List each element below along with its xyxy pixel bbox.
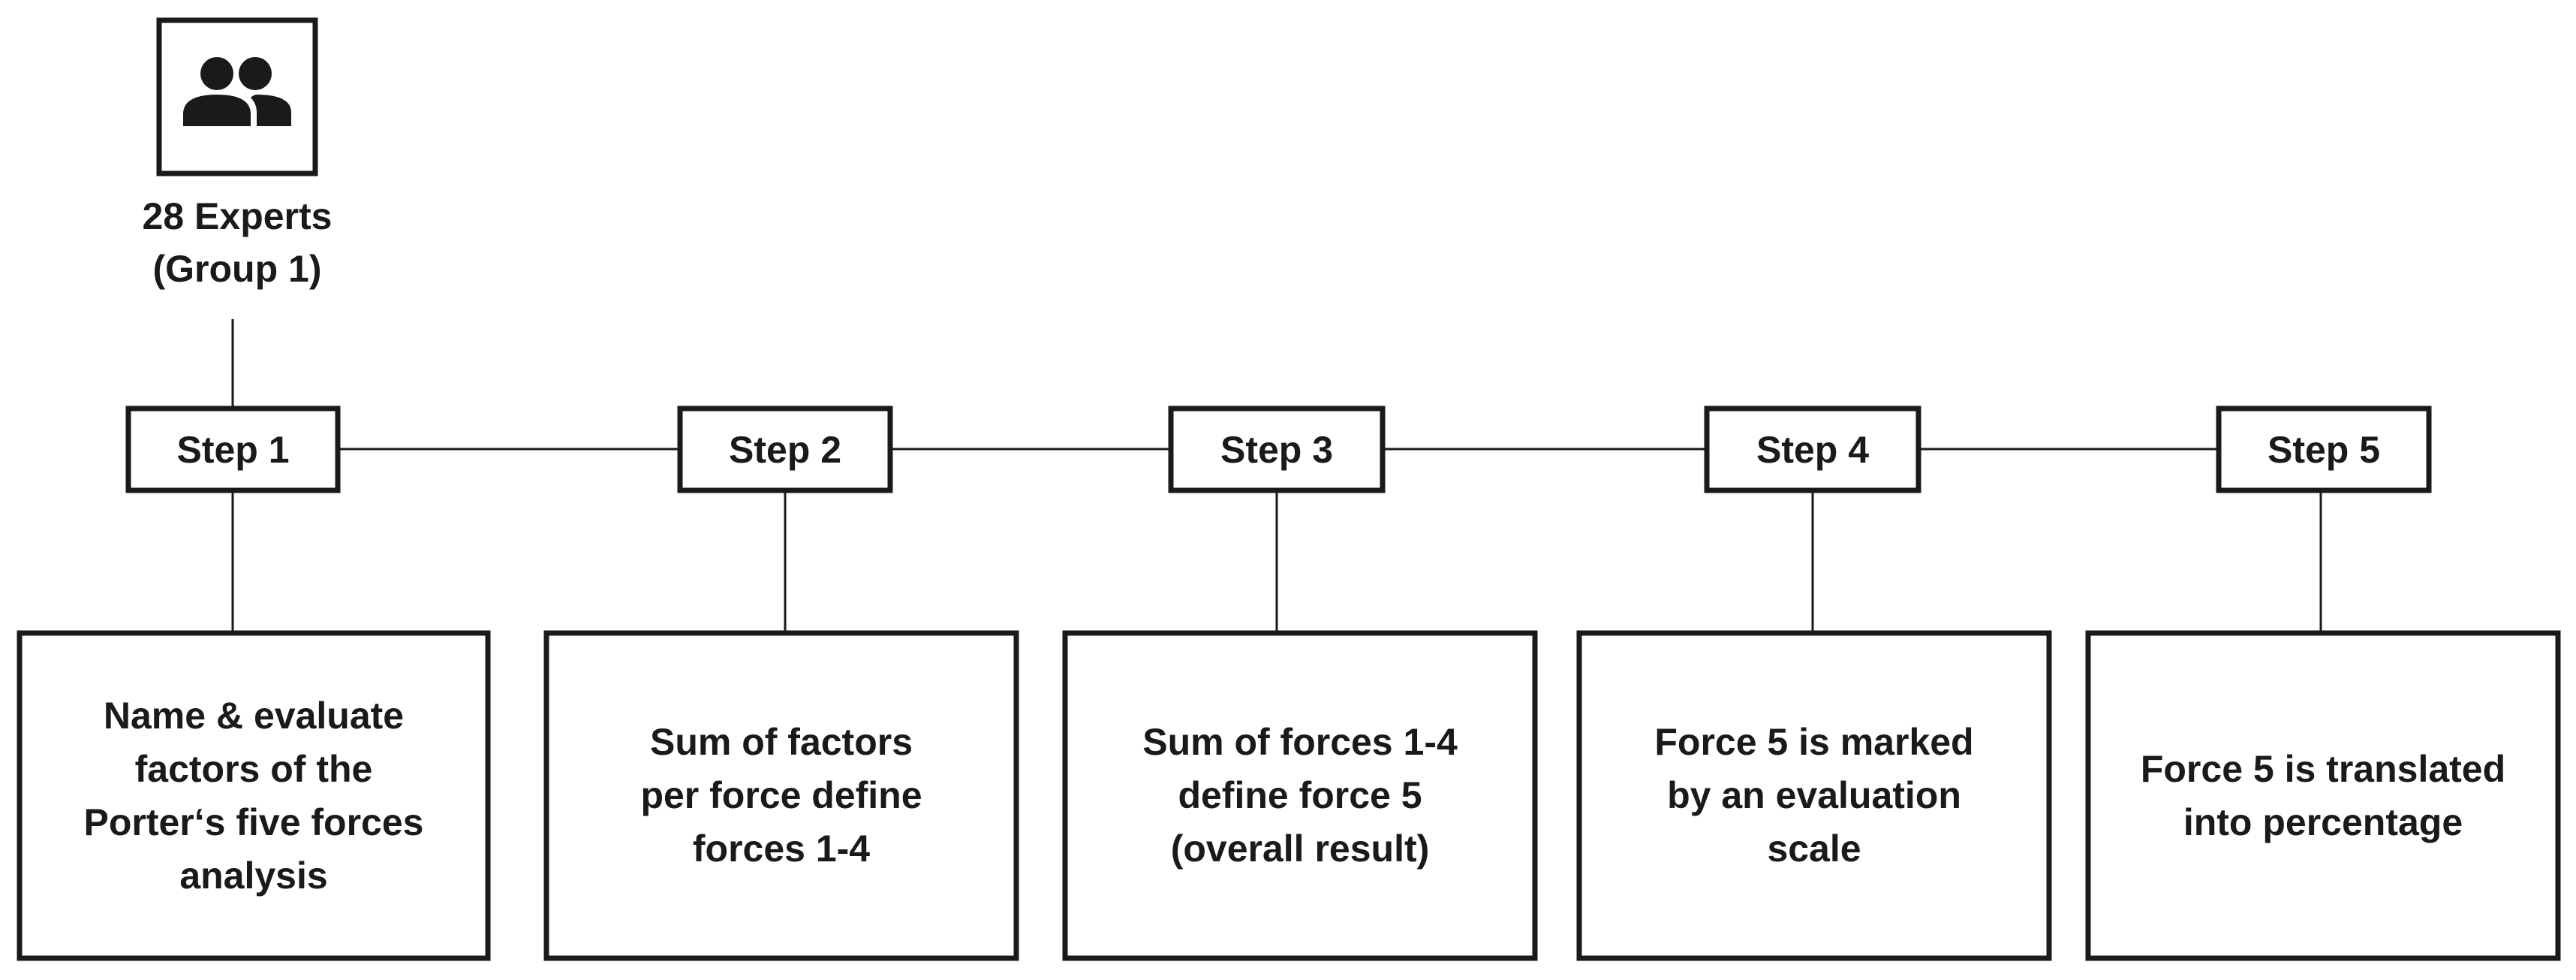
step-box-1: [125, 406, 341, 493]
step-description-3: Sum of forces 1-4 define force 5 (overal…: [1142, 721, 1458, 870]
connectors: [231, 319, 2322, 633]
step-description-1: Name & evaluate factors of the Porter‘s …: [83, 694, 424, 897]
group-people-icon: [183, 57, 291, 126]
desc-box-4: [1576, 630, 2052, 961]
step-box-5: [2216, 406, 2432, 493]
desc-box-1: [17, 630, 491, 961]
step-label-4: Step 4: [1756, 428, 1870, 471]
step-description-4: Force 5 is marked by an evaluation scale: [1654, 721, 1974, 870]
step-box-4: [1704, 406, 1921, 493]
desc-box-2: [543, 630, 1019, 961]
step-label-2: Step 2: [728, 428, 842, 471]
step-description-5: Force 5 is translated into percentage: [2140, 747, 2506, 843]
desc-box-5: [2085, 630, 2561, 961]
step-box-3: [1168, 406, 1386, 493]
step-box-2: [677, 406, 893, 493]
step-description-2: Sum of factors per force define forces 1…: [640, 721, 922, 870]
step-label-5: Step 5: [2267, 428, 2381, 471]
group-label-line1: 28 Experts: [142, 195, 333, 237]
group-label-line2: (Group 1): [152, 248, 322, 290]
step-label-3: Step 3: [1220, 428, 1334, 471]
group-icon-box: [156, 17, 318, 176]
group-label: 28 Experts (Group 1): [83, 186, 392, 299]
desc-box-3: [1062, 630, 1538, 961]
step-label-1: Step 1: [176, 428, 290, 471]
